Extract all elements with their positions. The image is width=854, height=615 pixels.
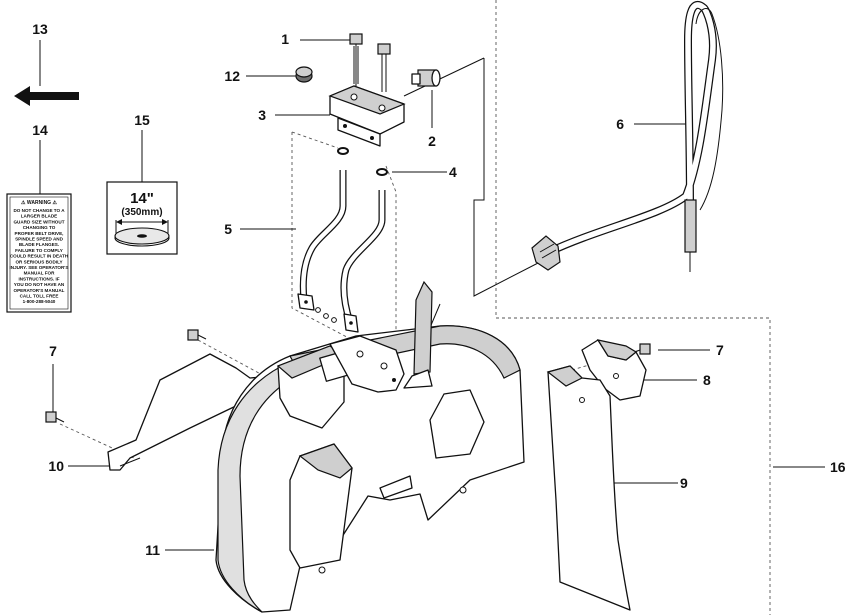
warning-label-line: 1-800-288-5040	[23, 299, 56, 304]
callout-14: 14	[32, 122, 48, 138]
callout-numbers: 1 2 3 4 5 6 7 7 8 9 10 11 12 13 14 15 16	[32, 21, 846, 558]
direction-arrow	[14, 86, 79, 106]
bolt-screws	[349, 33, 391, 92]
callout-6: 6	[616, 116, 624, 132]
kit-boundary-hose	[495, 0, 771, 615]
warning-label-line: FAILURE TO COMPLY	[15, 248, 63, 253]
water-hose	[531, 1, 724, 272]
size-decal-mm: (350mm)	[121, 207, 162, 218]
warning-label-line: COULD RESULT IN DEATH	[10, 254, 69, 259]
warning-label-line: INSTRUCTIONS. IF	[18, 276, 59, 281]
warning-label-line: OR SERIOUS BODILY	[15, 259, 62, 264]
warning-label-line: DO NOT CHANGE TO A	[13, 208, 65, 213]
callout-16: 16	[830, 459, 846, 475]
o-ring-seals	[337, 147, 388, 176]
callout-2: 2	[428, 133, 436, 149]
front-guard-flap	[546, 365, 631, 611]
callout-8: 8	[703, 372, 711, 388]
warning-label-line: CALL TOLL FREE	[20, 294, 59, 299]
warning-label-line: MANUAL FOR	[24, 271, 55, 276]
callout-3: 3	[258, 107, 266, 123]
warning-label-line: SPINDLE SPEED AND	[15, 237, 63, 242]
warning-label-line: PROPER BELT DRIVE,	[15, 231, 64, 236]
plug-cap	[295, 66, 313, 83]
warning-label-line: GUARD SIZE WITHOUT	[13, 219, 64, 224]
callout-1: 1	[281, 31, 289, 47]
callout-7-left: 7	[49, 343, 57, 359]
warning-label-line: YOU DO NOT HAVE AN	[14, 282, 65, 287]
callout-9: 9	[680, 475, 688, 491]
warning-label-line: BLADE FLANGES.	[19, 242, 59, 247]
callout-11: 11	[145, 542, 160, 558]
callout-5: 5	[224, 221, 232, 237]
callout-15: 15	[134, 112, 150, 128]
main-blade-guard	[215, 280, 525, 613]
warning-label-line: LARGER BLADE	[21, 214, 58, 219]
warning-label-line: CHANGING TO	[23, 225, 56, 230]
water-manifold-block	[328, 85, 406, 147]
callout-13: 13	[32, 21, 48, 37]
callout-10: 10	[48, 458, 64, 474]
water-spray-arms	[297, 170, 386, 333]
callout-7-right: 7	[716, 342, 724, 358]
warning-label-header: ⚠ WARNING ⚠	[21, 200, 57, 206]
blade-size-decal: 14" (350mm)	[106, 181, 178, 255]
hose-fitting	[411, 69, 441, 87]
warning-label-line: INJURY. SEE OPERATOR'S	[10, 265, 69, 270]
callout-4: 4	[449, 164, 457, 180]
size-decal-inches: 14"	[130, 190, 154, 207]
callout-12: 12	[224, 68, 240, 84]
warning-label-line: OPERATOR'S MANUAL	[14, 288, 65, 293]
